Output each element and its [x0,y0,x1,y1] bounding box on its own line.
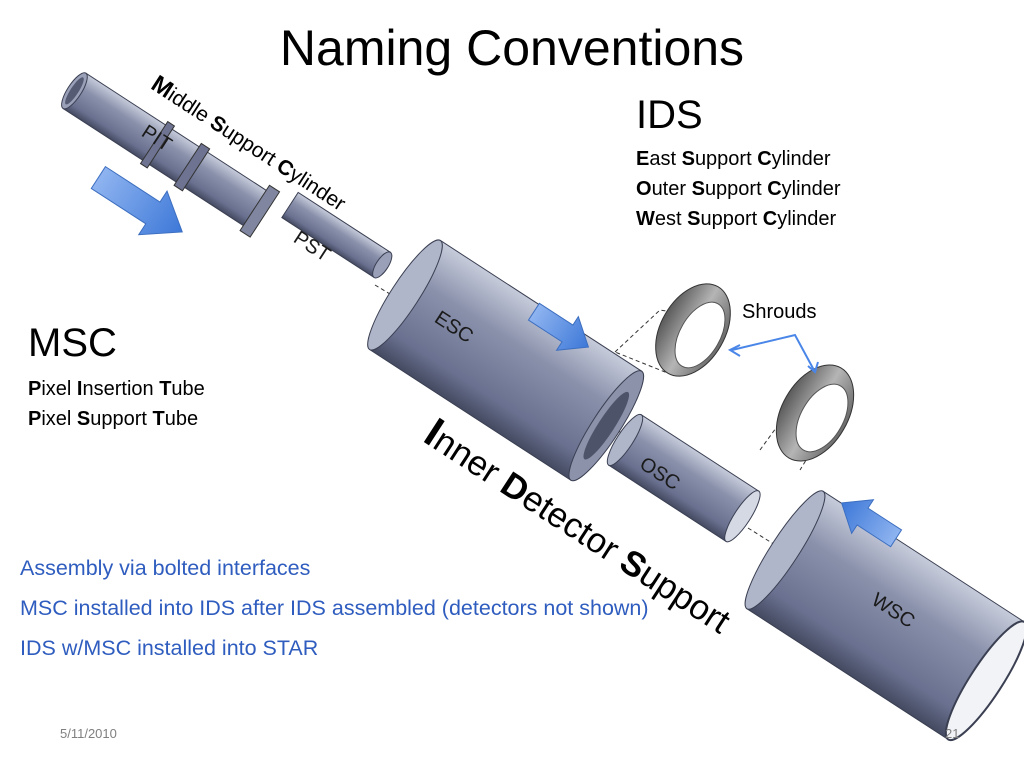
insert-arrow-lower [840,499,903,548]
shrouds-label: Shrouds [742,301,817,323]
insert-arrow-middle [527,302,590,351]
footer-page-number: 21 [945,726,960,741]
bullet-list: Assembly via bolted interfaces MSC insta… [20,552,660,672]
ids-line-east: East Support Cylinder [636,148,831,170]
shroud-pointer-lines [727,333,819,374]
wsc-cylinder [744,490,1024,742]
shroud-upper [655,283,731,377]
bullet-item: Assembly via bolted interfaces [20,556,311,580]
ids-line-west: West Support Cylinder [636,208,837,230]
slide-title: Naming Conventions [279,20,745,76]
footer-date: 5/11/2010 [60,726,117,741]
bullet-item: IDS w/MSC installed into STAR [20,636,319,660]
insert-arrow-upper-left [90,165,183,236]
bullet-item: MSC installed into IDS after IDS assembl… [20,596,649,620]
pst-tube [281,191,393,279]
msc-line-pit: Pixel Insertion Tube [28,378,205,400]
esc-cylinder [367,239,645,482]
pit-tube [61,72,281,238]
msc-line-pst: Pixel Support Tube [28,408,199,430]
ids-definitions: East Support Cylinder Outer Support Cyli… [636,144,841,234]
ids-heading: IDS [636,93,703,137]
msc-heading: MSC [28,321,117,365]
osc-cylinder [606,413,761,543]
msc-definitions: Pixel Insertion Tube Pixel Support Tube [28,374,205,434]
ids-line-outer: Outer Support Cylinder [636,178,841,200]
shroud-lower [775,364,855,462]
